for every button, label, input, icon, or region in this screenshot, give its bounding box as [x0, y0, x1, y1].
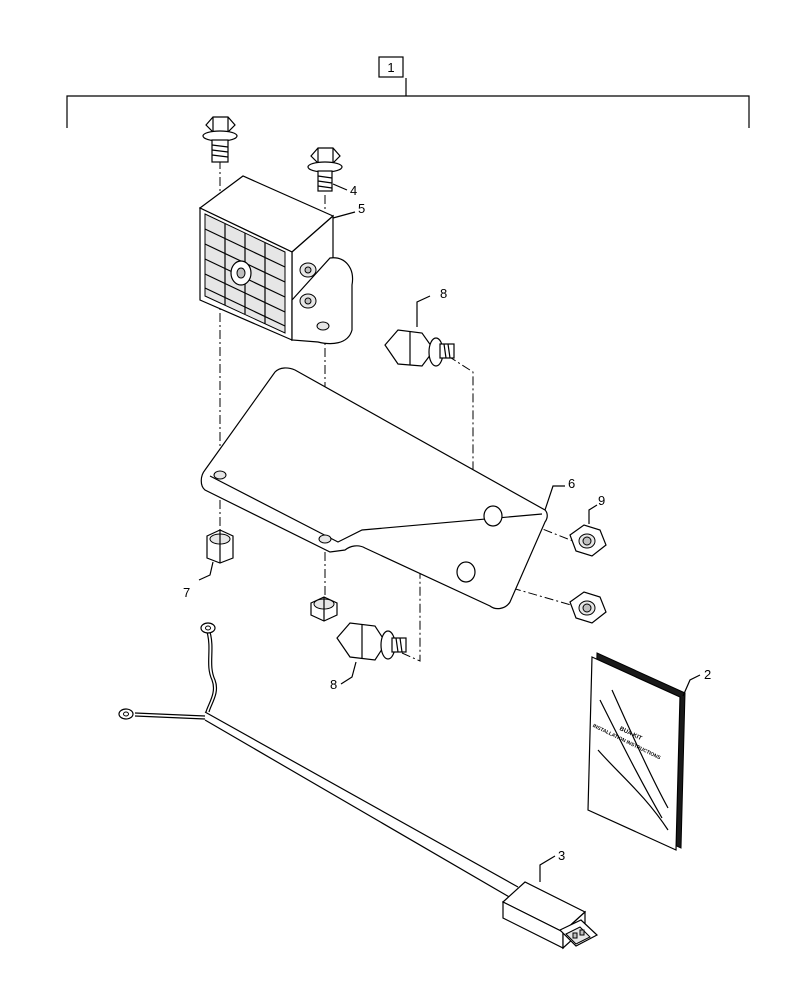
- leader-item-8-lower: [340, 661, 357, 685]
- leader-item-9: [588, 504, 598, 524]
- backup-alarm: [198, 175, 354, 345]
- leader-item-4: [332, 183, 348, 191]
- leader-item-7: [198, 561, 214, 581]
- hex-nut-right-upper: [569, 524, 607, 557]
- hex-nut-right-lower: [569, 591, 607, 624]
- hex-nut-lower: [310, 596, 338, 622]
- instruction-manual: BUA KIT INSTALLATION INSTRUCTIONS: [587, 652, 686, 851]
- leader-item-2: [682, 674, 701, 697]
- harness-connector: [501, 881, 599, 950]
- kit-callout-number: 1: [387, 60, 394, 75]
- callout-4: 4: [350, 183, 357, 198]
- flange-bolt-item-4: [307, 147, 343, 192]
- wire-harness: [118, 622, 599, 950]
- callout-5: 5: [358, 201, 365, 216]
- kit-bracket-line: [66, 78, 750, 128]
- hex-nut-left: [206, 529, 234, 564]
- hex-bolt-lower: [336, 622, 407, 661]
- leader-item-3: [539, 855, 556, 882]
- callout-8-upper: 8: [440, 286, 447, 301]
- callout-9: 9: [598, 493, 605, 508]
- callout-8-lower: 8: [330, 677, 337, 692]
- callout-7: 7: [183, 585, 190, 600]
- kit-callout: 1: [378, 56, 404, 78]
- flange-bolt-left: [202, 116, 238, 163]
- callout-3: 3: [558, 848, 565, 863]
- hex-bolt-upper: [384, 329, 455, 367]
- leader-item-6: [544, 485, 565, 511]
- alarm-terminals: [299, 262, 317, 309]
- alarm-grille: [204, 213, 286, 334]
- mounting-bracket: [200, 367, 548, 610]
- callout-2: 2: [704, 667, 711, 682]
- leader-item-5: [332, 211, 356, 219]
- callout-6: 6: [568, 476, 575, 491]
- leader-item-8-upper: [416, 295, 431, 327]
